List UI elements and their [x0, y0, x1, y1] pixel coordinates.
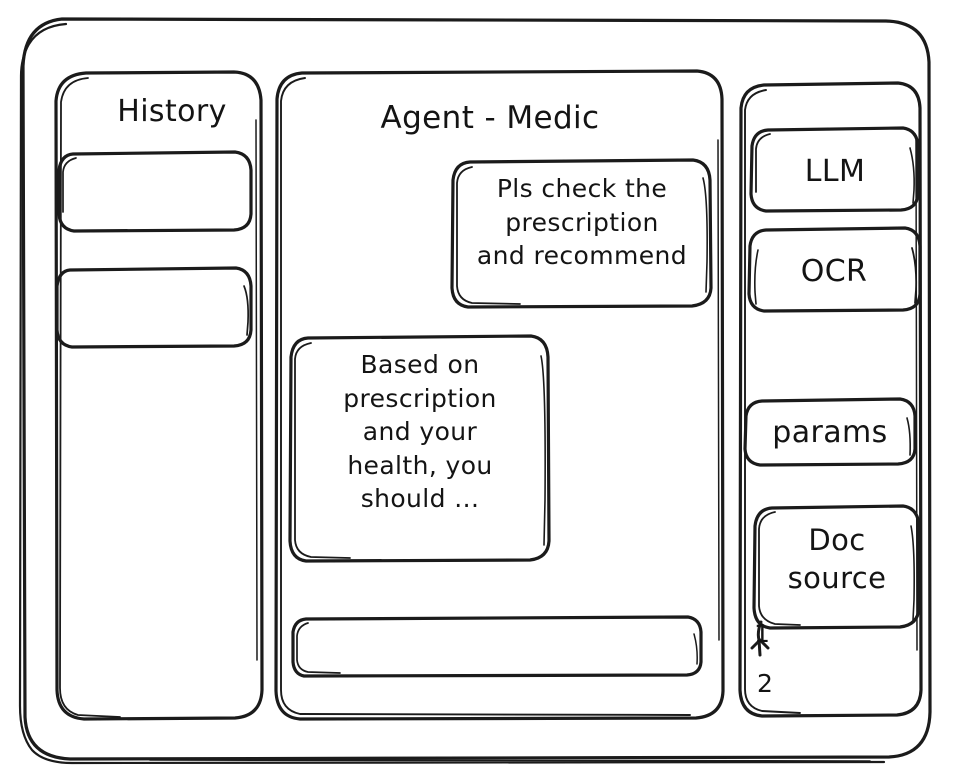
tool-card-params-label: params: [772, 415, 888, 450]
history-panel-title: History: [117, 94, 227, 129]
tool-card-doc-source-label: Doc source: [787, 523, 887, 595]
tool-card-ocr[interactable]: [749, 228, 921, 312]
history-item-2[interactable]: [56, 268, 252, 348]
doc-source-item-2-index: 2: [757, 669, 774, 698]
tool-card-ocr-label: OCR: [800, 254, 868, 289]
tool-card-llm-label: LLM: [804, 154, 866, 189]
user-message-bubble: [452, 160, 712, 308]
user-message-text: Pls check the prescription and recommend: [476, 174, 688, 270]
doc-source-item-1[interactable]: [750, 614, 840, 654]
assistant-message-bubble: [290, 336, 550, 562]
doc-source-item-2[interactable]: [752, 662, 842, 704]
assistant-message-text: Based on prescription and your health, y…: [343, 350, 497, 513]
message-input[interactable]: [293, 617, 702, 677]
tool-card-doc-source[interactable]: [754, 506, 920, 629]
tool-card-llm[interactable]: [751, 128, 919, 212]
tool-card-params[interactable]: [745, 399, 916, 466]
page-title: Agent - Medic: [380, 100, 600, 136]
doc-source-item-1-index: 1: [754, 619, 771, 648]
history-item-1[interactable]: [58, 152, 252, 232]
